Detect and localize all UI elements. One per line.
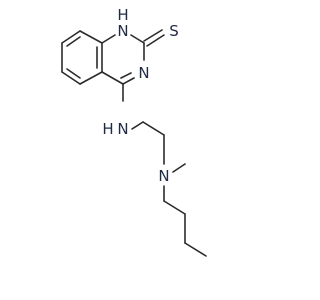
bond-butyl-2 bbox=[163, 200, 186, 215]
atom-label-n3: N bbox=[138, 64, 149, 82]
bond-c2-s-1 bbox=[143, 29, 163, 42]
bond-c2-s-2 bbox=[146, 34, 165, 47]
bond-butyl-4 bbox=[184, 242, 207, 257]
bond-inner-c6-c5 bbox=[66, 68, 81, 79]
atom-label-amino-hydrogen: H bbox=[102, 120, 113, 138]
atom-label-n1: N bbox=[117, 22, 128, 40]
atom-label-tertiary-amine-nitrogen: N bbox=[158, 167, 169, 185]
bond-n3-c4-double bbox=[120, 72, 132, 79]
bond-c6-c5 bbox=[61, 71, 81, 85]
bond-n3-c4 bbox=[122, 77, 135, 85]
bonds bbox=[61, 29, 207, 257]
bond-inner-c8-c7 bbox=[66, 36, 81, 47]
atom-label-amino-nitrogen: N bbox=[117, 120, 128, 138]
bond-n-methyl bbox=[172, 163, 186, 173]
atom-label-n1-hydrogen: H bbox=[117, 6, 128, 24]
bond-c8a-n1 bbox=[101, 34, 116, 44]
bond-c4-c4a bbox=[101, 71, 124, 85]
bond-c5-c4a bbox=[79, 71, 103, 85]
chemical-structure: H N S N N H N bbox=[61, 6, 207, 257]
bond-c8-c7 bbox=[61, 30, 81, 44]
bond-n1-c2 bbox=[130, 34, 145, 44]
bond-nh-ch2 bbox=[131, 121, 144, 130]
bond-c8a-c8 bbox=[79, 30, 103, 44]
atom-label-thione-sulfur: S bbox=[169, 22, 179, 40]
atom-labels: H N S N N H N bbox=[102, 6, 178, 185]
bond-ch2-ch2 bbox=[142, 121, 165, 136]
